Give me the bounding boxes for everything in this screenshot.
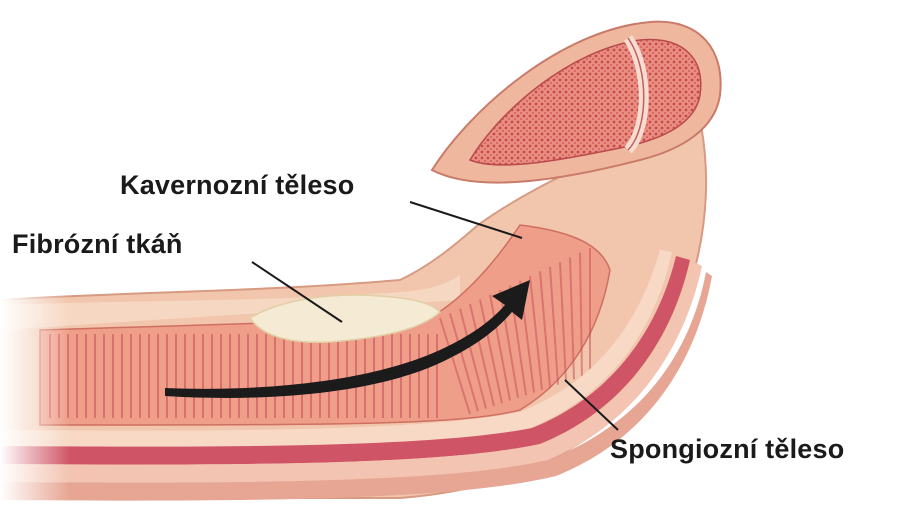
label-spongy-body: Spongiozní těleso	[610, 434, 844, 465]
label-fibrous-tissue: Fibrózní tkáň	[12, 229, 183, 260]
label-cavernous-body: Kavernozní těleso	[120, 170, 354, 201]
